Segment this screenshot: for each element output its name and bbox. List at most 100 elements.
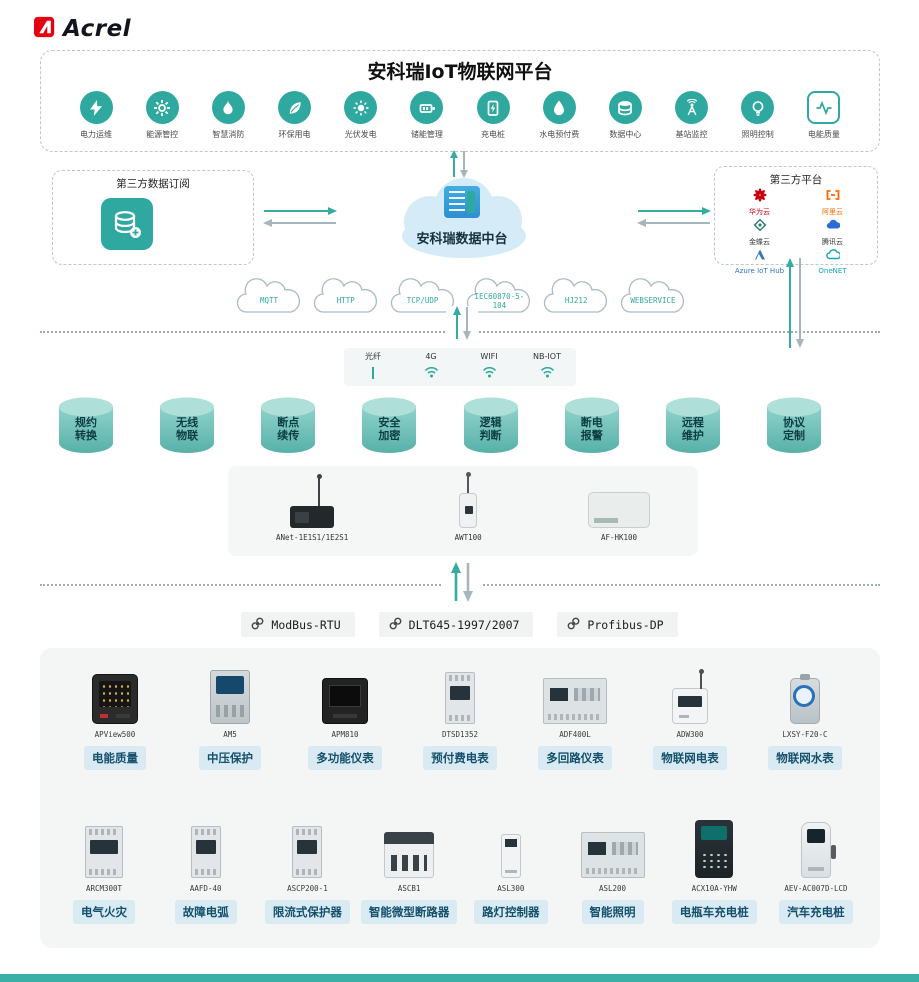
capability-line1: 断点 <box>277 415 300 429</box>
base-station-icon <box>675 91 709 124</box>
device-image <box>384 832 435 878</box>
app-base-station: 基站监控 <box>661 91 723 140</box>
provider-kingdee-cloud: 金蝶云 <box>723 217 796 247</box>
app-label: 环保用电 <box>278 130 311 139</box>
capability-cylinder: 断电报警 <box>562 396 622 456</box>
capability-line1: 规约 <box>75 415 97 429</box>
product-category-tag: 路灯控制器 <box>474 900 548 924</box>
field-protocols-row: ModBus-RTU DLT645-1997/2007 Profibus-DP <box>0 612 919 637</box>
device-image <box>800 822 836 878</box>
capability-cylinder: 断点续传 <box>258 396 318 456</box>
product-model: APM810 <box>331 730 359 739</box>
capability-cylinder: 规约转换 <box>56 396 116 456</box>
tencent-cloud-icon <box>826 217 840 236</box>
product-category-tag: 限流式保护器 <box>264 900 350 924</box>
protocol-label: IEC60870-5-104 <box>474 292 525 310</box>
gateway-device-image <box>457 472 479 528</box>
product-category-tag: 中压保护 <box>199 746 261 770</box>
acrel-logo: Acrel <box>34 14 131 43</box>
provider-tencent-cloud: 腾讯云 <box>796 217 869 247</box>
energy-mgmt-icon <box>145 91 179 124</box>
gateway-awt100: AWT100 <box>455 472 482 548</box>
device-image <box>695 820 734 878</box>
app-label: 电力运维 <box>80 130 112 139</box>
updown-arrow-right-long <box>784 257 806 353</box>
product-item: ADW300 物联网电表 <box>637 664 743 770</box>
product-category-tag: 多功能仪表 <box>308 746 382 770</box>
device-image <box>92 674 138 724</box>
capability-line1: 安全 <box>378 415 401 429</box>
provider-grid: 华为云 阿里云 金蝶云 腾讯云 Azure IoT Hub OneNET <box>723 187 869 275</box>
device-image <box>210 670 250 724</box>
capability-cylinder: 安全加密 <box>359 396 419 456</box>
product-category-tag: 故障电弧 <box>174 900 237 924</box>
data-hub-label: 安科瑞数据中台 <box>416 232 508 247</box>
protocol-cloud-hj212: HJ212 <box>540 276 612 318</box>
capability-cylinder: 逻辑判断 <box>461 396 521 456</box>
gateway-anet: ANet-1E1S1/1E2S1 <box>276 474 349 548</box>
device-image <box>543 678 607 724</box>
product-category-tag: 智能照明 <box>581 900 644 924</box>
charging-pile-icon <box>476 91 510 124</box>
net-wifi: WIFI <box>460 348 518 386</box>
updown-arrow-bottom <box>443 562 481 606</box>
products-box: APView500 电能质量 AM5 中压保护 APM810 多功能仪表 DTS… <box>40 648 880 948</box>
product-category-tag: 电能质量 <box>84 746 146 770</box>
protocol-label: HJ212 <box>564 296 588 306</box>
net-label: 光纤 <box>365 352 381 361</box>
capability-line1: 无线 <box>176 415 199 429</box>
capability-cylinder: 无线物联 <box>157 396 217 456</box>
exchange-arrows-left <box>262 206 338 232</box>
app-charging-pile: 充电桩 <box>462 91 524 140</box>
device-image <box>580 832 645 878</box>
capability-line2: 物联 <box>176 428 199 442</box>
capability-line2: 报警 <box>580 428 603 442</box>
subscribe-box-title: 第三方数据订阅 <box>116 178 190 190</box>
platform-title: 安科瑞IoT物联网平台 <box>367 61 553 83</box>
product-item: DTSD1352 预付费电表 <box>407 664 513 770</box>
kingdee-cloud-icon <box>753 217 767 236</box>
provider-onenet: OneNET <box>796 247 869 275</box>
product-model: LXSY-F20-C <box>782 730 828 739</box>
product-category-tag: 预付费电表 <box>423 746 497 770</box>
capability-line2: 转换 <box>75 428 97 442</box>
net-nbiot: NB-IOT <box>518 348 576 386</box>
protocol-cloud-iec60870: IEC60870-5-104 <box>463 276 535 318</box>
field-protocol-label: DLT645-1997/2007 <box>408 617 520 632</box>
product-item: ACX10A-YHW 电瓶车充电桩 <box>664 818 764 924</box>
gateway-model: AF-HK100 <box>600 533 638 542</box>
app-energy-mgmt: 能源管控 <box>131 91 193 140</box>
updown-arrow-mid <box>446 306 478 344</box>
product-category-tag: 物联网电表 <box>653 746 727 770</box>
huawei-cloud-icon <box>752 187 767 206</box>
product-model: DTSD1352 <box>441 730 479 739</box>
provider-huawei-cloud: 华为云 <box>723 187 796 217</box>
app-label: 光伏发电 <box>344 130 377 139</box>
device-image <box>292 826 323 878</box>
app-data-center: 数据中心 <box>594 91 656 140</box>
product-item: AEV-AC007D-LCD 汽车充电桩 <box>766 818 866 924</box>
product-model: ARCM300T <box>85 884 123 893</box>
product-model: ASL300 <box>497 884 525 893</box>
link-icon <box>389 617 402 633</box>
app-label: 照明控制 <box>741 130 774 139</box>
prepaid-icon <box>542 91 576 124</box>
field-protocol-label: ModBus-RTU <box>271 617 341 632</box>
app-prepaid: 水电预付费 <box>528 91 590 140</box>
product-item: LXSY-F20-C 物联网水表 <box>752 664 858 770</box>
field-protocol-profibus: Profibus-DP <box>557 612 678 637</box>
product-model: AM5 <box>223 730 237 739</box>
provider-azure-iot-hub: Azure IoT Hub <box>723 247 796 275</box>
gateway-box: ANet-1E1S1/1E2S1 AWT100 AF-HK100 <box>228 466 698 556</box>
exchange-arrows-right <box>636 206 712 232</box>
product-item: ADF400L 多回路仪表 <box>522 664 628 770</box>
gateway-device-image <box>588 486 650 528</box>
link-icon <box>567 617 580 633</box>
net-label: 4G <box>425 352 437 361</box>
capability-cylinder: 协议定制 <box>764 396 824 456</box>
capability-line2: 续传 <box>277 428 300 442</box>
lighting-icon <box>741 91 775 124</box>
gateway-model: ANet-1E1S1/1E2S1 <box>276 533 349 542</box>
product-category-tag: 多回路仪表 <box>538 746 612 770</box>
server-icon <box>444 186 480 218</box>
